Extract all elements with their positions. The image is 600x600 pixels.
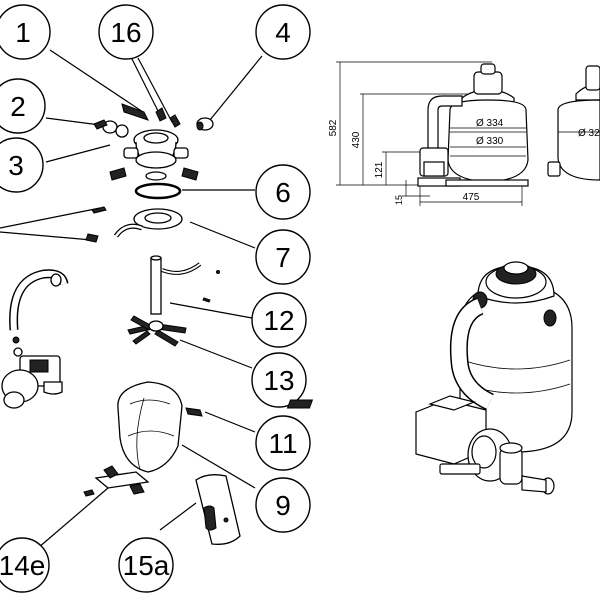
dim-overall-height: 582 <box>328 119 339 136</box>
callout-1: 1 <box>0 4 51 60</box>
callout-6: 6 <box>255 164 311 220</box>
part-2-fittings <box>93 119 129 138</box>
part-14e-bracket <box>83 465 150 497</box>
svg-text:15a: 15a <box>123 550 170 581</box>
part-13-laterals <box>127 315 187 347</box>
callout-9: 9 <box>255 477 311 533</box>
part-7-flange <box>113 208 183 238</box>
svg-text:3: 3 <box>8 150 24 181</box>
callout-14e: 14e <box>0 537 50 593</box>
callout-11: 11 <box>255 415 311 471</box>
dim-foot-height: 15 <box>394 195 404 205</box>
part-4-knob <box>196 117 214 131</box>
svg-text:16: 16 <box>110 17 141 48</box>
callout-16: 16 <box>98 4 154 60</box>
svg-text:2: 2 <box>10 91 26 122</box>
dim-tank-height: 430 <box>351 131 362 148</box>
callout-7: 7 <box>255 229 311 285</box>
callout-13: 13 <box>251 352 307 408</box>
svg-text:4: 4 <box>275 17 291 48</box>
callout-3: 3 <box>0 137 44 193</box>
assembled-filter-pump <box>286 261 573 495</box>
part-12-standpipe <box>150 255 220 315</box>
part-15a-cartridge <box>195 474 241 545</box>
dim-diameter-outer: Ø 334 <box>476 118 504 129</box>
dim-diameter-side: Ø 32 <box>578 128 600 139</box>
svg-text:13: 13 <box>263 365 294 396</box>
svg-text:9: 9 <box>275 490 291 521</box>
svg-text:11: 11 <box>268 428 297 459</box>
dim-base-height: 121 <box>374 161 385 178</box>
dimension-drawing: 582 430 121 15 475 Ø 334 Ø 330 Ø 32 <box>328 61 600 206</box>
part-11-screw <box>185 407 203 417</box>
dim-width: 475 <box>463 192 480 203</box>
svg-text:7: 7 <box>275 242 291 273</box>
callout-15a: 15a <box>118 537 174 593</box>
part-6-oring <box>134 182 182 200</box>
part-9-housing <box>117 381 183 473</box>
leader-lines <box>0 49 263 549</box>
part-16-pins <box>155 107 181 128</box>
svg-text:14e: 14e <box>0 550 45 581</box>
dim-diameter-inner: Ø 330 <box>476 136 504 147</box>
callout-12: 12 <box>251 292 307 348</box>
multiport-valve <box>109 129 199 181</box>
part-1-handle <box>121 103 149 121</box>
svg-text:6: 6 <box>275 177 291 208</box>
svg-text:1: 1 <box>15 17 31 48</box>
callout-2: 2 <box>0 78 46 134</box>
svg-text:12: 12 <box>263 305 294 336</box>
clips <box>85 206 107 243</box>
pump-assembly-left <box>1 269 69 409</box>
callout-4: 4 <box>255 4 311 60</box>
